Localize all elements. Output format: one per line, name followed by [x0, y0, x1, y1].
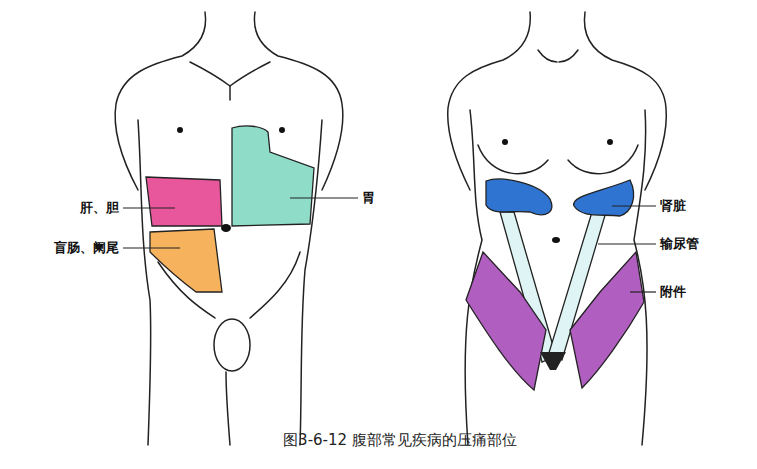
organ-label: 盲肠、阑尾	[54, 240, 119, 256]
organ-label: 肝、胆	[80, 200, 119, 216]
organ-label: 输尿管	[660, 236, 699, 252]
figure-caption: 图3-6-12 腹部常见疾病的压痛部位	[283, 431, 517, 449]
organ-label: 胃	[362, 190, 375, 206]
organ-label: 附件	[660, 284, 686, 300]
organ-label: 肾脏	[660, 198, 686, 214]
